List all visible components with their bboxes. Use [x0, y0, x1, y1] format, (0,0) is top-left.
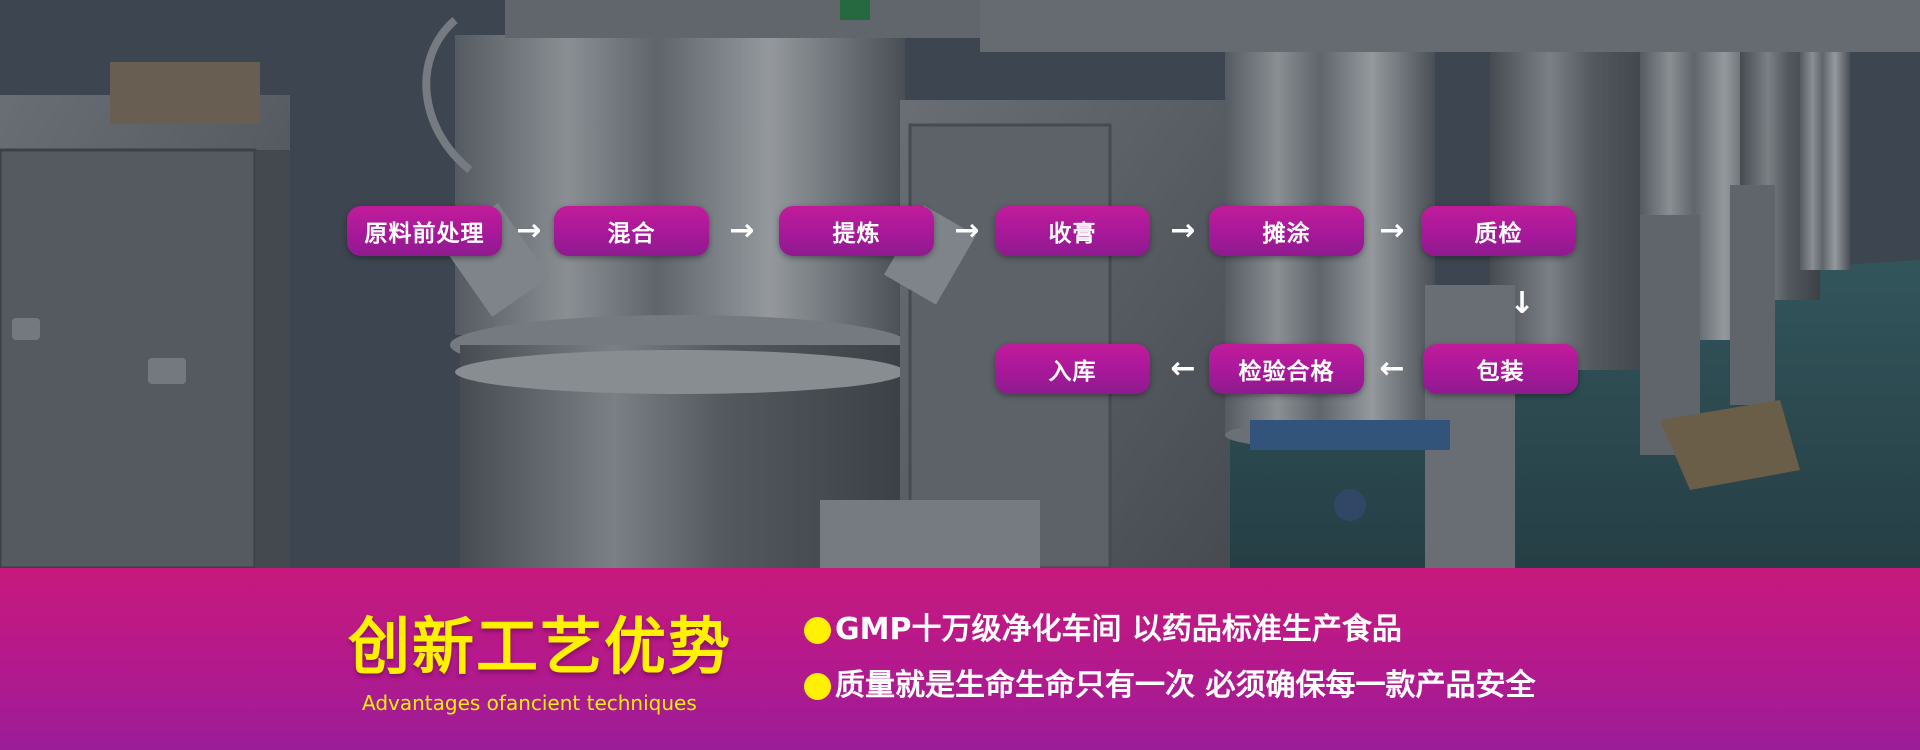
left-arrow-icon: ←	[1170, 351, 1196, 386]
advantage-point-text: 质量就是生命生命只有一次 必须确保每一款产品安全	[835, 668, 1536, 703]
advantage-point-text: GMP十万级净化车间 以药品标准生产食品	[835, 612, 1402, 647]
flow-step-warehousing: 入库	[995, 344, 1150, 394]
advantages-title: 创新工艺优势	[348, 610, 733, 683]
flow-step-refining: 提炼	[779, 206, 934, 256]
advantage-point: GMP十万级净化车间 以药品标准生产食品	[804, 612, 1402, 648]
right-arrow-icon: →	[729, 213, 755, 248]
flow-step-paste-collection: 收膏	[995, 206, 1150, 256]
down-arrow-icon: ↓	[1509, 286, 1535, 321]
flow-step-spreading: 摊涂	[1209, 206, 1364, 256]
left-arrow-icon: ←	[1379, 351, 1405, 386]
flow-step-raw-material: 原料前处理	[347, 206, 502, 256]
advantages-band: 创新工艺优势 Advantages ofancient techniques G…	[0, 568, 1920, 750]
advantages-subtitle: Advantages ofancient techniques	[362, 691, 697, 715]
flow-step-packaging: 包装	[1423, 344, 1578, 394]
flow-step-mixing: 混合	[554, 206, 709, 256]
flow-step-quality-check: 质检	[1421, 206, 1576, 256]
right-arrow-icon: →	[1170, 213, 1196, 248]
factory-equipment-illustration	[0, 0, 1920, 568]
right-arrow-icon: →	[1379, 213, 1405, 248]
yellow-dot-icon	[804, 616, 831, 644]
advantage-point: 质量就是生命生命只有一次 必须确保每一款产品安全	[804, 668, 1535, 704]
right-arrow-icon: →	[516, 213, 542, 248]
photo-dark-overlay	[0, 0, 1920, 568]
flow-step-inspection-passed: 检验合格	[1209, 344, 1364, 394]
yellow-dot-icon	[804, 672, 831, 700]
factory-background-photo	[0, 0, 1920, 568]
right-arrow-icon: →	[954, 213, 980, 248]
